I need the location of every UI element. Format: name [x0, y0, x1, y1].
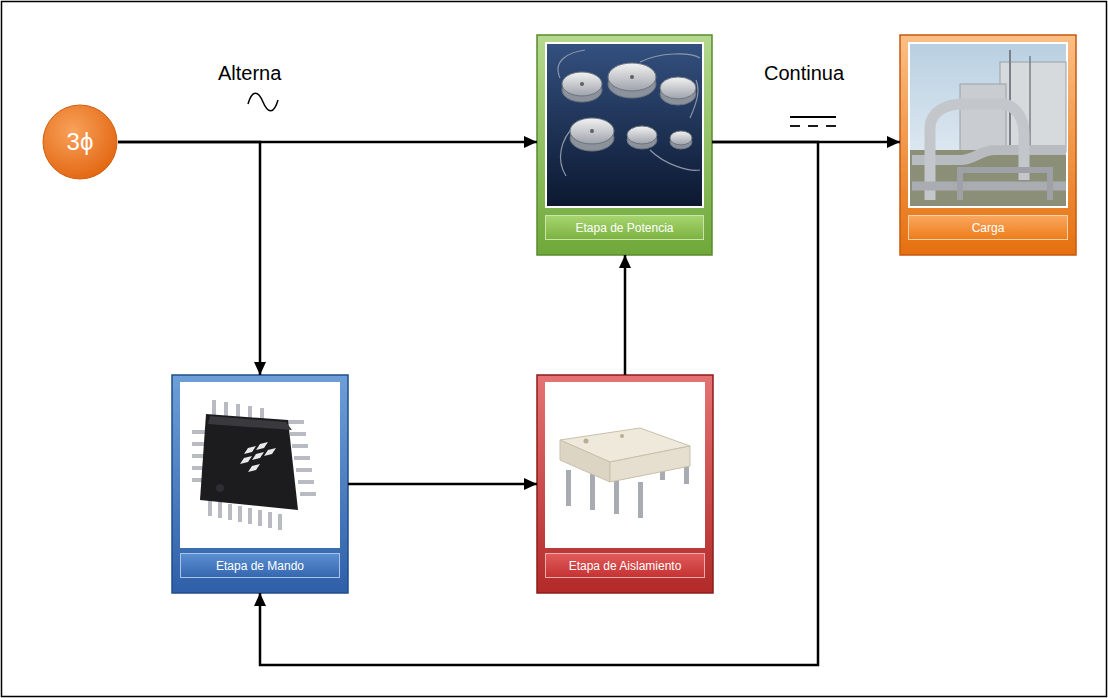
- caption-bar: Etapa de Mando: [180, 553, 340, 578]
- control-stage-box: Etapa de Mando: [172, 375, 348, 593]
- signal-arrow: [624, 255, 627, 375]
- source-circle: 3ϕ: [42, 104, 118, 180]
- signal-arrow: [118, 142, 260, 375]
- power-stage-box: Etapa de Potencia: [537, 35, 712, 255]
- isolation-stage-box: Etapa de Aislamiento: [537, 375, 713, 593]
- signal-arrow: [260, 142, 818, 665]
- caption-bar: Carga: [908, 215, 1068, 240]
- stage-caption: Etapa de Potencia: [575, 221, 673, 235]
- control-card-art: [172, 375, 348, 593]
- load-box: Carga: [900, 35, 1076, 255]
- dc-symbol: [790, 117, 836, 126]
- load-card-art: [900, 35, 1076, 255]
- signal-label: Continua: [764, 62, 844, 85]
- caption-bar: Etapa de Potencia: [545, 215, 704, 240]
- stage-caption: Etapa de Aislamiento: [569, 559, 682, 573]
- power-card-art: [537, 35, 712, 255]
- stage-caption: Carga: [972, 221, 1005, 235]
- ac-symbol: [248, 93, 278, 111]
- caption-bar: Etapa de Aislamiento: [545, 553, 705, 578]
- signal-label: Alterna: [218, 62, 281, 85]
- signal-arrow: [348, 483, 537, 486]
- stage-caption: Etapa de Mando: [216, 559, 304, 573]
- isolation-card-art: [537, 375, 713, 593]
- source-label: 3ϕ: [67, 128, 94, 156]
